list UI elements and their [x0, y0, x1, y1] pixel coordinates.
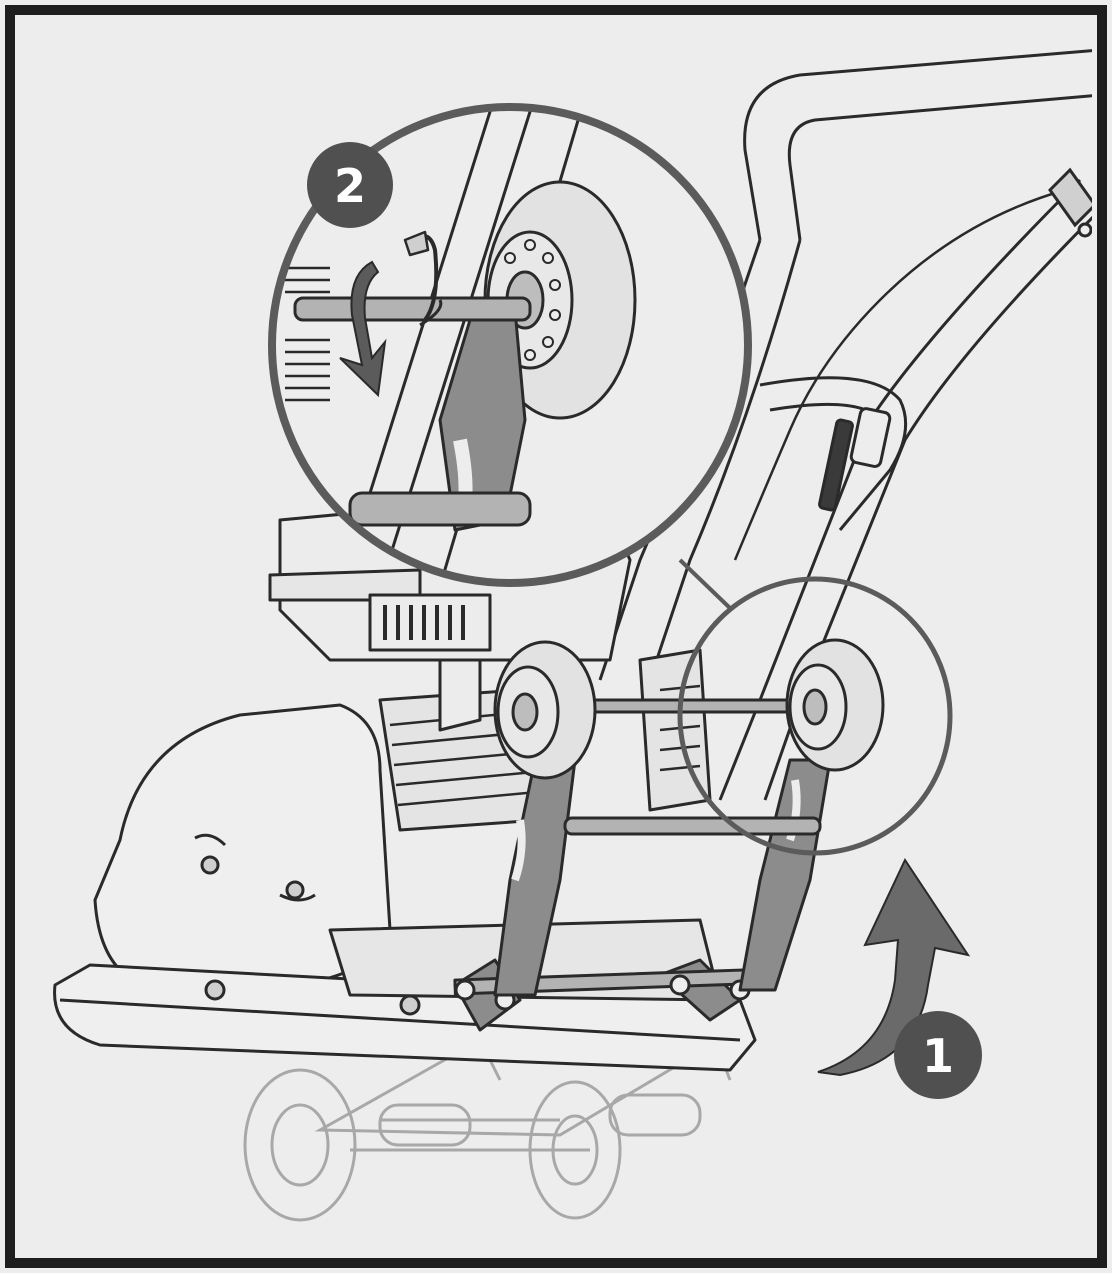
transport-wheel-left [493, 640, 597, 780]
detail-callout-ring [677, 576, 953, 856]
step-badge-1: 1 [894, 1011, 982, 1099]
step-number-1: 1 [922, 1029, 954, 1083]
transport-axles [538, 698, 822, 836]
rotate-down-arrow-icon [339, 260, 387, 398]
belt-guard [93, 703, 392, 992]
zoom-detail [268, 103, 752, 587]
callout-leader-line [678, 558, 734, 612]
diagram-border [5, 5, 1107, 1268]
step-number-2: 2 [334, 159, 366, 213]
transport-wheel-right [785, 638, 885, 772]
throttle-lever [818, 167, 1092, 512]
curved-up-arrow-icon [817, 857, 971, 1077]
throttle-cable [733, 188, 1066, 561]
step-badge-2: 2 [307, 142, 393, 228]
